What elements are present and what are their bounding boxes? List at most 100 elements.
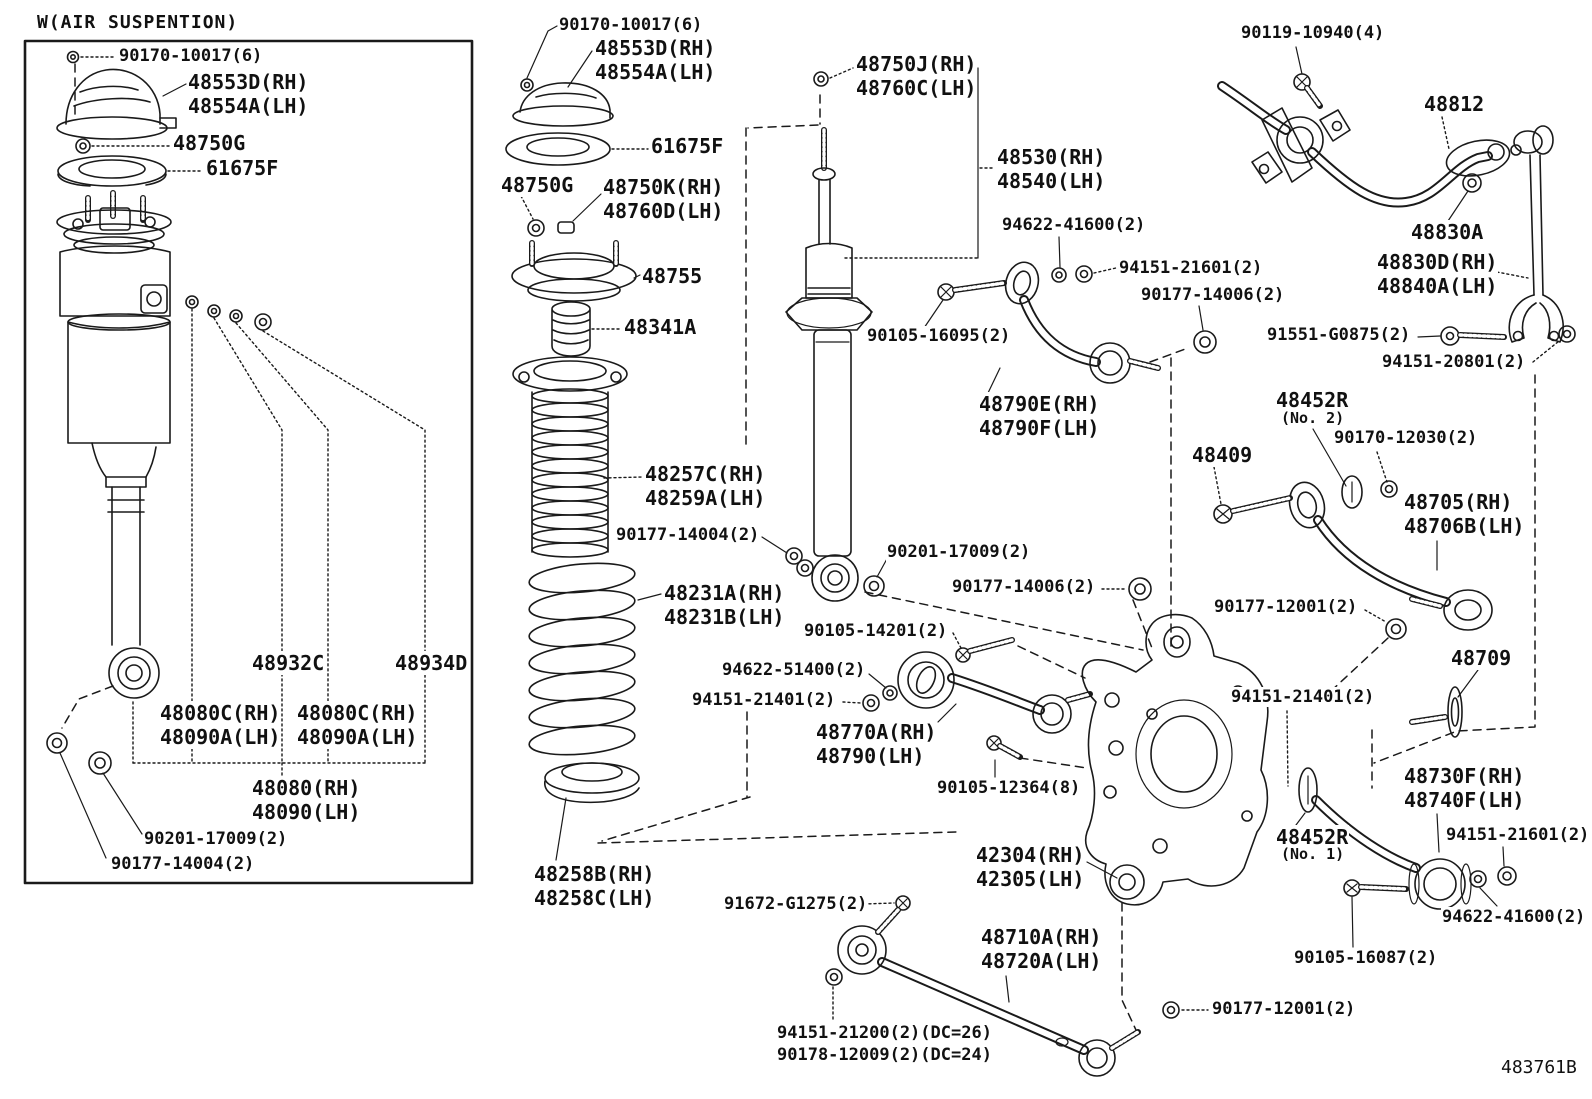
label-line: 48755 [642, 264, 703, 288]
label-line: 48409 [1192, 443, 1253, 467]
label-48452R-no1: 48452R [1275, 825, 1350, 849]
label-line: 94622-41600(2) [1442, 907, 1586, 927]
label-line: 48790(LH) [816, 744, 925, 768]
label-90177-12001-bottom: 90177-12001(2) [1211, 999, 1357, 1019]
label-line: 94151-20801(2) [1382, 352, 1526, 372]
label-line: 48830A [1411, 220, 1484, 244]
label-48934D: 48934D [394, 651, 469, 675]
label-94151-21401-right: 94151-21401(2) [1230, 687, 1376, 707]
label-90201-17009-box: 90201-17009(2) [143, 829, 289, 849]
label-90105-12364: 90105-12364(8) [936, 778, 1082, 798]
label-line: 94622-51400(2) [722, 660, 866, 680]
label-90177-14006-top: 90177-14006(2) [1140, 285, 1286, 305]
label-line: 90105-14201(2) [804, 621, 948, 641]
label-line: 48750K(RH) [603, 175, 724, 199]
bolt-icon [986, 735, 1002, 751]
label-line: 90105-16087(2) [1294, 948, 1438, 968]
label-90170-10017-box: 90170-10017(6) [118, 46, 264, 66]
label-line: 48840A(LH) [1377, 274, 1498, 298]
nut-icon [1162, 1001, 1180, 1019]
label-line: 42305(LH) [976, 867, 1085, 891]
label-48341A: 48341A [623, 315, 698, 339]
nut-icon [1497, 866, 1517, 886]
label-line: 48750J(RH) [856, 52, 977, 76]
label-line: 48080C(RH) [297, 701, 418, 725]
stabilizer-link-drawing [1508, 125, 1564, 343]
label-94622-51400: 94622-51400(2) [721, 660, 867, 680]
upper-control-arm-no2-drawing [1213, 428, 1493, 787]
support-sub-assembly-drawing [511, 240, 637, 302]
flanged-nut-icon [1193, 330, 1217, 354]
label-line: 94151-21401(2) [692, 690, 836, 710]
label-48080C-right: 48080C(RH)48090A(LH) [296, 701, 419, 749]
label-61675F-box: 61675F [205, 156, 280, 180]
label-94622-41600-right: 94622-41600(2) [1441, 907, 1587, 927]
coil-spring-stack-drawing [505, 25, 814, 861]
dust-cover-drawing [512, 356, 628, 558]
label-48553D-box: 48553D(RH)48554A(LH) [187, 70, 310, 118]
label-90170-10017-c: 90170-10017(6) [558, 15, 704, 35]
label-42304: 42304(RH)42305(LH) [975, 843, 1086, 891]
label-48812: 48812 [1423, 92, 1486, 116]
label-48770A: 48770A(RH)48790(LH) [815, 720, 938, 768]
air-suspension-inset-box [23, 39, 474, 885]
label-48750G-box: 48750G [172, 131, 247, 155]
washer-icon [46, 732, 68, 754]
label-90177-14006-mid: 90177-14006(2) [951, 577, 1097, 597]
label-drawing-code: 483761B [1500, 1058, 1578, 1078]
label-48409: 48409 [1191, 443, 1254, 467]
label-line: 48812 [1424, 92, 1485, 116]
bolt-icon [895, 895, 911, 911]
label-94622-41600-top: 94622-41600(2) [1001, 215, 1147, 235]
label-line: 90177-14006(2) [1141, 285, 1285, 305]
shock-absorber-drawing [745, 67, 1144, 651]
label-90178-12009: 90178-12009(2)(DC=24) [776, 1045, 993, 1065]
label-48705: 48705(RH)48706B(LH) [1403, 490, 1526, 538]
label-48755: 48755 [641, 264, 704, 288]
cam-plate-icon [1341, 475, 1363, 509]
gasket-plate-drawing [505, 132, 611, 166]
air-suspension-strut-drawing [56, 190, 172, 699]
label-line: 94151-21601(2) [1119, 258, 1263, 278]
label-line: 48553D(RH) [595, 36, 716, 60]
bump-stop-drawing [551, 301, 591, 357]
label-48709: 48709 [1450, 646, 1513, 670]
label-48750K: 48750K(RH)48760D(LH) [602, 175, 725, 223]
label-line: 42304(RH) [976, 843, 1085, 867]
ring-icon [185, 295, 199, 309]
washer-icon [88, 751, 112, 775]
label-line: 48257C(RH) [645, 462, 766, 486]
label-line: 91551-G0875(2) [1267, 325, 1411, 345]
flanged-nut-icon [1128, 577, 1152, 601]
nut-icon [825, 968, 843, 986]
label-line: 48790F(LH) [979, 416, 1100, 440]
label-line: 48934D [395, 651, 468, 675]
support-cap-drawing [56, 68, 177, 140]
stabilizer-bar-drawing [1217, 46, 1576, 363]
nut-icon [1558, 325, 1576, 343]
label-line: 90177-12001(2) [1212, 999, 1356, 1019]
label-line: 90105-12364(8) [937, 778, 1081, 798]
label-line: 48090A(LH) [297, 725, 418, 749]
label-line: 61675F [651, 134, 724, 158]
label-90119-10940: 90119-10940(4) [1240, 23, 1386, 43]
label-line: (No. 1) [1281, 845, 1345, 863]
label-48830D: 48830D(RH)48840A(LH) [1376, 250, 1499, 298]
label-48710A: 48710A(RH)48720A(LH) [980, 925, 1103, 973]
label-90105-16095: 90105-16095(2) [866, 326, 1012, 346]
label-line: 48706B(LH) [1404, 514, 1525, 538]
label-line: 48830D(RH) [1377, 250, 1498, 274]
label-48730F: 48730F(RH)48740F(LH) [1403, 764, 1526, 812]
label-48530: 48530(RH)48540(LH) [996, 145, 1107, 193]
label-94151-21601-right: 94151-21601(2) [1445, 825, 1591, 845]
nut-icon [1075, 265, 1093, 283]
label-line: 48231B(LH) [664, 605, 785, 629]
nut-icon [527, 219, 545, 237]
label-line: 48760C(LH) [856, 76, 977, 100]
label-48452R-no1-note: (No. 1) [1280, 845, 1346, 863]
label-line: 48553D(RH) [188, 70, 309, 94]
label-line: 48932C [252, 651, 325, 675]
rear-axle-knuckle-drawing [986, 577, 1269, 1031]
